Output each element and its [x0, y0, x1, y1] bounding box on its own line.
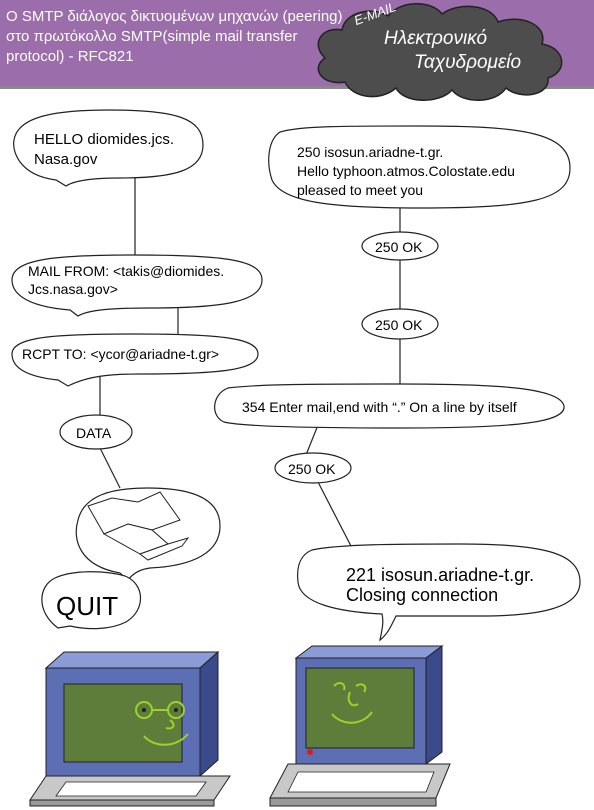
connector-lines	[99, 175, 401, 549]
smiling-face-with-glasses	[135, 701, 189, 746]
ok-response-3: 250 OK	[288, 461, 336, 477]
letter-sketch	[87, 491, 190, 561]
server-bubbles	[214, 125, 581, 642]
badge-line-2: Ταχυδρομείο	[414, 52, 522, 73]
client-bubbles	[11, 109, 263, 630]
rcpt-to-message: RCPT TO: <ycor@ariadne-t.gr>	[22, 346, 220, 362]
header-divider	[0, 86, 594, 89]
greet-line-1: 250 isosun.ariadne-t.gr.	[297, 144, 444, 160]
greet-line-2: Hello typhoon.atmos.Colostate.edu	[297, 163, 515, 179]
header-title: Ο SMTP διάλογος δικτυομένων μηχανών (pee…	[6, 8, 343, 65]
badge-line-1: Ηλεκτρονικό	[384, 28, 488, 49]
hello-message-line-1: HELLO diomides.jcs.	[34, 131, 175, 148]
greet-line-3: pleased to meet you	[297, 182, 424, 198]
mail-from-line-1: MAIL FROM: <takis@diomides.	[28, 263, 225, 279]
email-cloud-badge	[317, 3, 563, 101]
closing-line-1: 221 isosun.ariadne-t.gr.	[346, 565, 535, 585]
ok-response-2: 250 OK	[375, 317, 423, 333]
mail-from-line-2: Jcs.nasa.gov>	[28, 281, 118, 297]
closing-line-2: Closing connection	[346, 585, 499, 605]
right-computer	[269, 645, 451, 807]
enter-mail-message: 354 Enter mail,end with “.” On a line by…	[242, 399, 517, 415]
quit-message: QUIT	[56, 591, 119, 621]
hello-message-line-2: Nasa.gov	[34, 151, 98, 168]
data-message: DATA	[76, 425, 112, 441]
ok-response-1: 250 OK	[375, 239, 423, 255]
left-computer	[29, 650, 231, 807]
smiling-face	[331, 682, 373, 724]
